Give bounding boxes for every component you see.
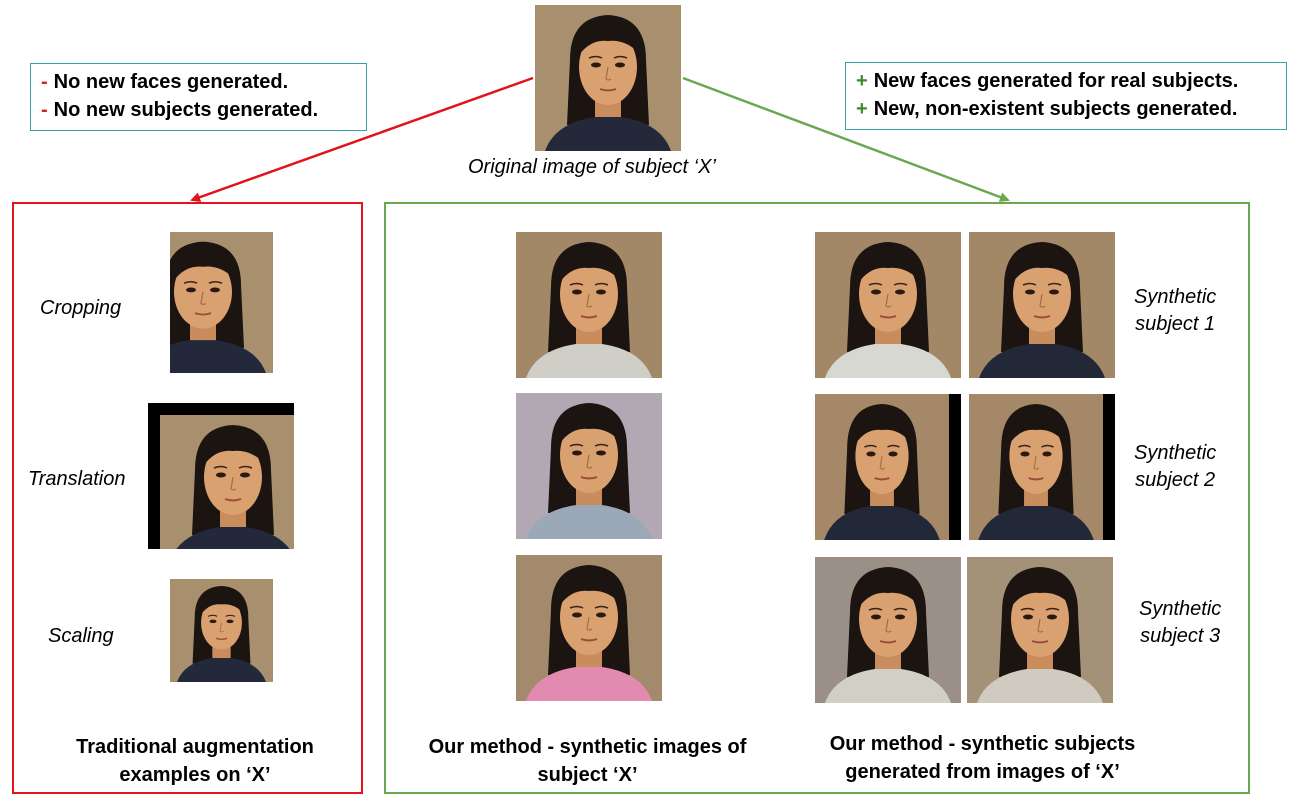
method-subjects-title-line1: Our method - synthetic subjects <box>829 733 1136 755</box>
method-images-title: Our method - synthetic images of subject… <box>395 733 780 789</box>
traditional-title-line2: examples on ‘X’ <box>119 764 271 786</box>
red-arrow <box>190 76 534 203</box>
cropped-face-image <box>170 232 273 373</box>
synthetic-subject-1-image-b <box>969 232 1115 378</box>
method-subjects-title: Our method - synthetic subjects generate… <box>800 730 1165 786</box>
plus-sign: + <box>856 70 868 92</box>
minus-sign: - <box>41 99 48 121</box>
synthetic-image-2 <box>516 393 662 539</box>
right-callout: +New faces generated for real subjects. … <box>845 62 1287 130</box>
left-callout-text: No new subjects generated. <box>53 99 319 121</box>
method-images-title-line2: subject ‘X’ <box>537 764 638 786</box>
label-scaling: Scaling <box>48 625 114 647</box>
traditional-title: Traditional augmentation examples on ‘X’ <box>30 733 360 789</box>
right-callout-text: New, non-existent subjects generated. <box>873 98 1238 120</box>
left-callout: -No new faces generated. -No new subject… <box>30 63 367 131</box>
minus-sign: - <box>41 71 48 93</box>
traditional-augmentation-panel <box>12 202 363 794</box>
synthetic-image-3 <box>516 555 662 701</box>
label-synthetic-subject-3-line2: subject 3 <box>1140 625 1221 647</box>
method-images-title-line1: Our method - synthetic images of <box>428 736 747 758</box>
label-cropping: Cropping <box>40 297 122 319</box>
scaled-face-image <box>170 579 273 682</box>
label-translation: Translation <box>28 468 126 490</box>
label-synthetic-subject-1-line2: subject 1 <box>1135 313 1216 335</box>
label-synthetic-subject-3-line1: Synthetic <box>1139 598 1222 620</box>
left-callout-text: No new faces generated. <box>53 71 289 93</box>
synthetic-subject-1-image-a <box>815 232 961 378</box>
original-caption: Original image of subject ‘X’ <box>468 156 716 178</box>
label-synthetic-subject-2-line1: Synthetic <box>1134 442 1217 464</box>
method-subjects-title-line2: generated from images of ‘X’ <box>845 761 1120 783</box>
green-arrow <box>682 76 1010 202</box>
synthetic-subject-3-image-b <box>967 557 1113 703</box>
label-synthetic-subject-2: Synthetic subject 2 <box>1134 440 1216 494</box>
right-callout-text: New faces generated for real subjects. <box>873 70 1239 92</box>
our-method-panel <box>384 202 1250 794</box>
label-synthetic-subject-2-line2: subject 2 <box>1135 469 1216 491</box>
left-callout-line: -No new faces generated. <box>41 68 356 96</box>
label-synthetic-subject-1-line1: Synthetic <box>1134 286 1217 308</box>
synthetic-subject-3-image-a <box>815 557 961 703</box>
traditional-title-line1: Traditional augmentation <box>76 736 314 758</box>
left-callout-line: -No new subjects generated. <box>41 96 356 124</box>
synthetic-subject-2-image-b <box>969 394 1115 540</box>
synthetic-subject-2-image-a <box>815 394 961 540</box>
right-callout-line: +New faces generated for real subjects. <box>856 67 1276 95</box>
right-callout-line: +New, non-existent subjects generated. <box>856 95 1276 123</box>
label-synthetic-subject-3: Synthetic subject 3 <box>1139 596 1221 650</box>
label-synthetic-subject-1: Synthetic subject 1 <box>1134 284 1216 338</box>
translated-face-image <box>148 403 294 549</box>
plus-sign: + <box>856 98 868 120</box>
synthetic-image-1 <box>516 232 662 378</box>
